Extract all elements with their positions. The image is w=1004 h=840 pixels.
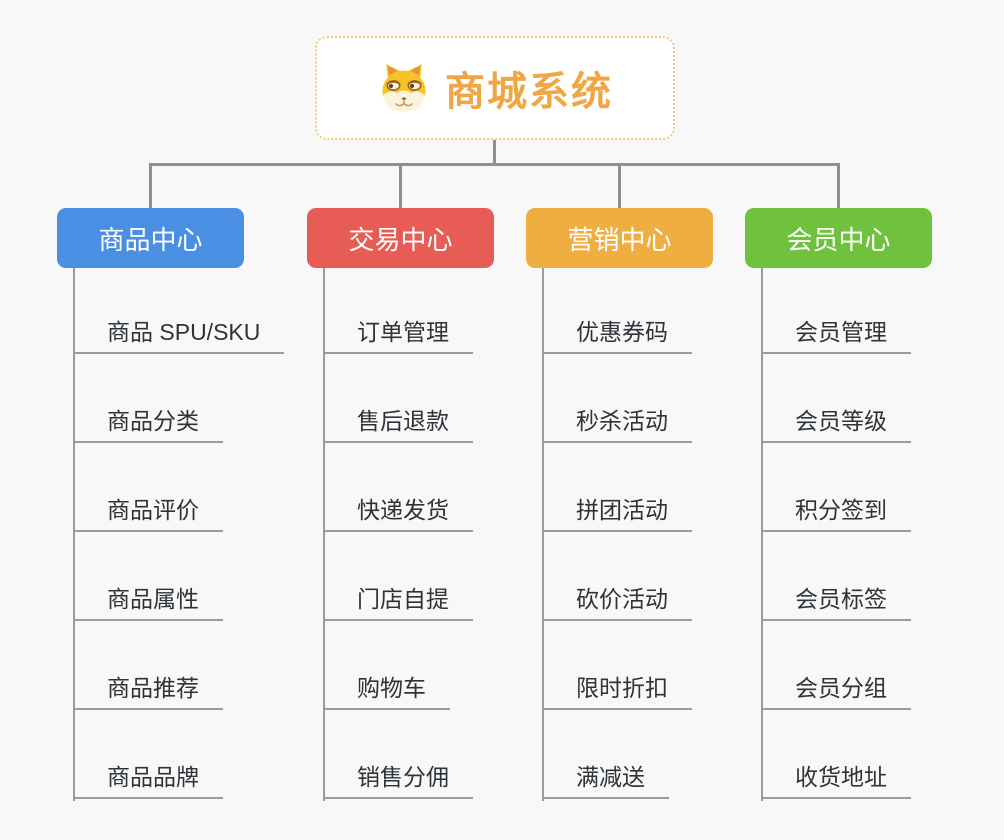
child-node[interactable]: 门店自提 (323, 532, 473, 621)
connector-horizontal (149, 163, 840, 166)
child-node[interactable]: 订单管理 (323, 268, 473, 354)
child-node[interactable]: 限时折扣 (542, 621, 692, 710)
branch-children: 订单管理 售后退款 快递发货 门店自提 购物车 销售分佣 (323, 268, 473, 799)
branch-header-trade-center[interactable]: 交易中心 (307, 208, 494, 268)
child-label: 会员管理 (761, 313, 911, 354)
child-label: 优惠券码 (542, 313, 692, 354)
child-label: 销售分佣 (323, 758, 473, 799)
child-label: 砍价活动 (542, 580, 692, 621)
branch-trunk-line (323, 268, 325, 801)
child-label: 秒杀活动 (542, 402, 692, 443)
connector-drop (149, 163, 152, 208)
connector-drop (618, 163, 621, 208)
child-label: 售后退款 (323, 402, 473, 443)
child-label: 购物车 (323, 669, 450, 710)
child-node[interactable]: 商品品牌 (73, 710, 284, 799)
child-label: 积分签到 (761, 491, 911, 532)
child-label: 订单管理 (323, 313, 473, 354)
child-label: 商品属性 (73, 580, 223, 621)
child-node[interactable]: 商品推荐 (73, 621, 284, 710)
branch-member-center: 会员中心 会员管理 会员等级 积分签到 会员标签 会员分组 收货地址 (745, 208, 932, 801)
child-label: 快递发货 (323, 491, 473, 532)
child-node[interactable]: 积分签到 (761, 443, 911, 532)
branch-product-center: 商品中心 商品 SPU/SKU 商品分类 商品评价 商品属性 商品推荐 商品品牌 (57, 208, 285, 801)
child-label: 商品分类 (73, 402, 223, 443)
child-label: 商品品牌 (73, 758, 223, 799)
child-label: 会员等级 (761, 402, 911, 443)
child-label: 门店自提 (323, 580, 473, 621)
child-label: 拼团活动 (542, 491, 692, 532)
connector-drop (399, 163, 402, 208)
child-node[interactable]: 收货地址 (761, 710, 911, 799)
child-node[interactable]: 会员等级 (761, 354, 911, 443)
branch-trunk-line (73, 268, 75, 801)
child-node[interactable]: 商品评价 (73, 443, 284, 532)
child-node[interactable]: 会员管理 (761, 268, 911, 354)
child-node[interactable]: 会员分组 (761, 621, 911, 710)
child-label: 会员标签 (761, 580, 911, 621)
branch-marketing-center: 营销中心 优惠券码 秒杀活动 拼团活动 砍价活动 限时折扣 满减送 (526, 208, 713, 801)
root-node-mall-system[interactable]: 商城系统 (315, 36, 675, 140)
child-label: 商品 SPU/SKU (73, 313, 285, 354)
branch-header-product-center[interactable]: 商品中心 (57, 208, 244, 268)
child-node[interactable]: 商品 SPU/SKU (73, 268, 285, 354)
child-node[interactable]: 秒杀活动 (542, 354, 692, 443)
branch-header-member-center[interactable]: 会员中心 (745, 208, 932, 268)
child-node[interactable]: 砍价活动 (542, 532, 692, 621)
branch-trade-center: 交易中心 订单管理 售后退款 快递发货 门店自提 购物车 销售分佣 (307, 208, 494, 801)
shiba-dog-icon (382, 64, 426, 112)
branch-children: 优惠券码 秒杀活动 拼团活动 砍价活动 限时折扣 满减送 (542, 268, 692, 799)
connector-root-stub (493, 140, 496, 163)
child-node[interactable]: 会员标签 (761, 532, 911, 621)
child-label: 限时折扣 (542, 669, 692, 710)
child-label: 商品推荐 (73, 669, 223, 710)
child-label: 满减送 (542, 758, 669, 799)
root-title: 商城系统 (445, 70, 613, 114)
child-node[interactable]: 商品属性 (73, 532, 284, 621)
branch-trunk-line (761, 268, 763, 801)
branch-header-marketing-center[interactable]: 营销中心 (526, 208, 713, 268)
child-node[interactable]: 满减送 (542, 710, 692, 799)
branch-trunk-line (542, 268, 544, 801)
child-label: 会员分组 (761, 669, 911, 710)
child-node[interactable]: 拼团活动 (542, 443, 692, 532)
child-label: 收货地址 (761, 758, 911, 799)
child-node[interactable]: 优惠券码 (542, 268, 692, 354)
child-node[interactable]: 销售分佣 (323, 710, 473, 799)
child-label: 商品评价 (73, 491, 223, 532)
branch-children: 会员管理 会员等级 积分签到 会员标签 会员分组 收货地址 (761, 268, 911, 799)
child-node[interactable]: 售后退款 (323, 354, 473, 443)
child-node[interactable]: 快递发货 (323, 443, 473, 532)
connector-drop (837, 163, 840, 208)
branch-children: 商品 SPU/SKU 商品分类 商品评价 商品属性 商品推荐 商品品牌 (73, 268, 285, 799)
child-node[interactable]: 购物车 (323, 621, 473, 710)
child-node[interactable]: 商品分类 (73, 354, 284, 443)
